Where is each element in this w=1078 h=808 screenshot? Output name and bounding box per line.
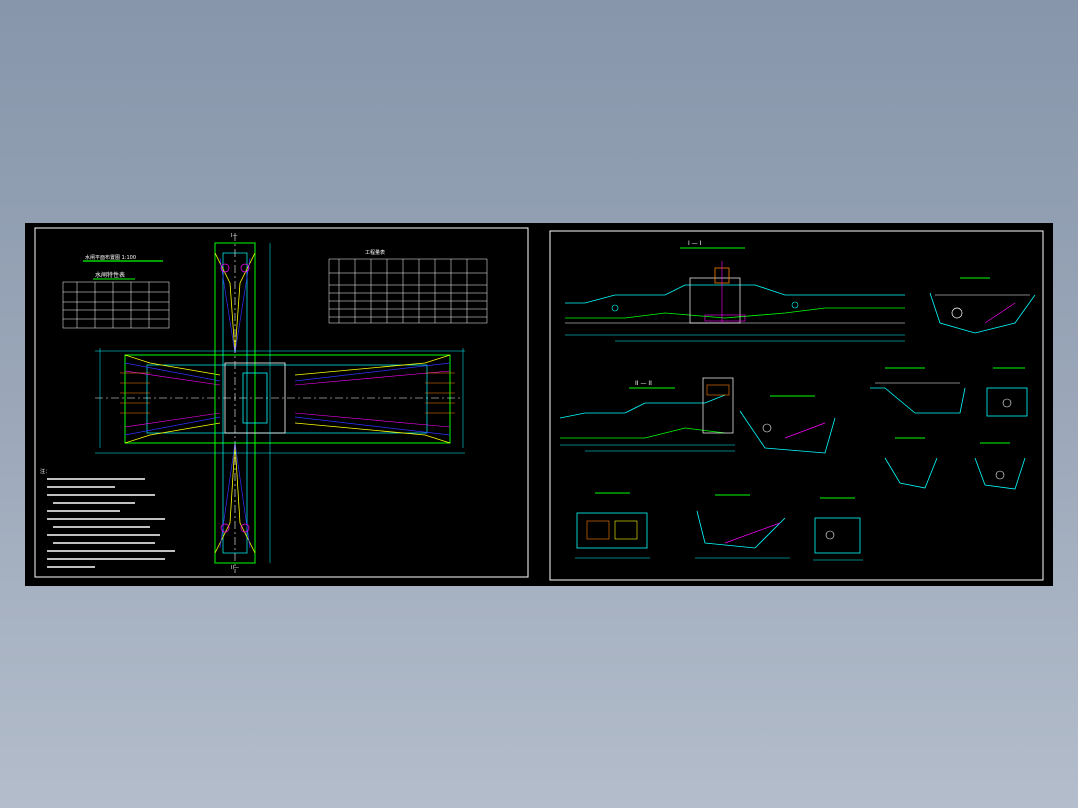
section-marker-top: I— bbox=[231, 233, 237, 239]
sluice-plan-view: I— II— bbox=[95, 233, 465, 573]
left-sheet-frame bbox=[34, 227, 529, 578]
section-detail-e bbox=[884, 437, 938, 489]
quantity-table bbox=[328, 258, 488, 324]
cad-drawing-sheet: 水闸平面布置图 1:100 水闸特性表 工程量表 bbox=[25, 223, 1053, 586]
section-1-title: I — I bbox=[688, 240, 702, 247]
section-detail-c bbox=[870, 367, 966, 414]
left-sheet-content: 水闸平面布置图 1:100 水闸特性表 工程量表 bbox=[40, 233, 488, 573]
section-detail-h bbox=[695, 494, 790, 559]
notes-title: 注： bbox=[40, 468, 50, 475]
plan-title: 水闸平面布置图 1:100 bbox=[85, 254, 136, 261]
section-2-title: II — II bbox=[635, 380, 652, 387]
section-1-longitudinal bbox=[565, 261, 905, 342]
characteristics-table bbox=[62, 281, 170, 329]
quantity-table-title: 工程量表 bbox=[365, 249, 385, 256]
right-sheet-frame bbox=[549, 230, 1044, 581]
notes-lines bbox=[47, 478, 175, 568]
section-detail-d bbox=[986, 367, 1028, 417]
section-detail-f bbox=[974, 442, 1026, 490]
section-detail-b bbox=[739, 395, 836, 454]
section-2-longitudinal bbox=[559, 377, 735, 452]
section-detail-g bbox=[575, 492, 650, 559]
section-detail-a bbox=[929, 277, 1036, 334]
section-marker-bottom: II— bbox=[231, 565, 239, 571]
right-sheet-content: I — I II — II bbox=[559, 240, 1036, 561]
characteristics-table-title: 水闸特性表 bbox=[95, 271, 125, 279]
section-detail-i bbox=[813, 497, 863, 561]
